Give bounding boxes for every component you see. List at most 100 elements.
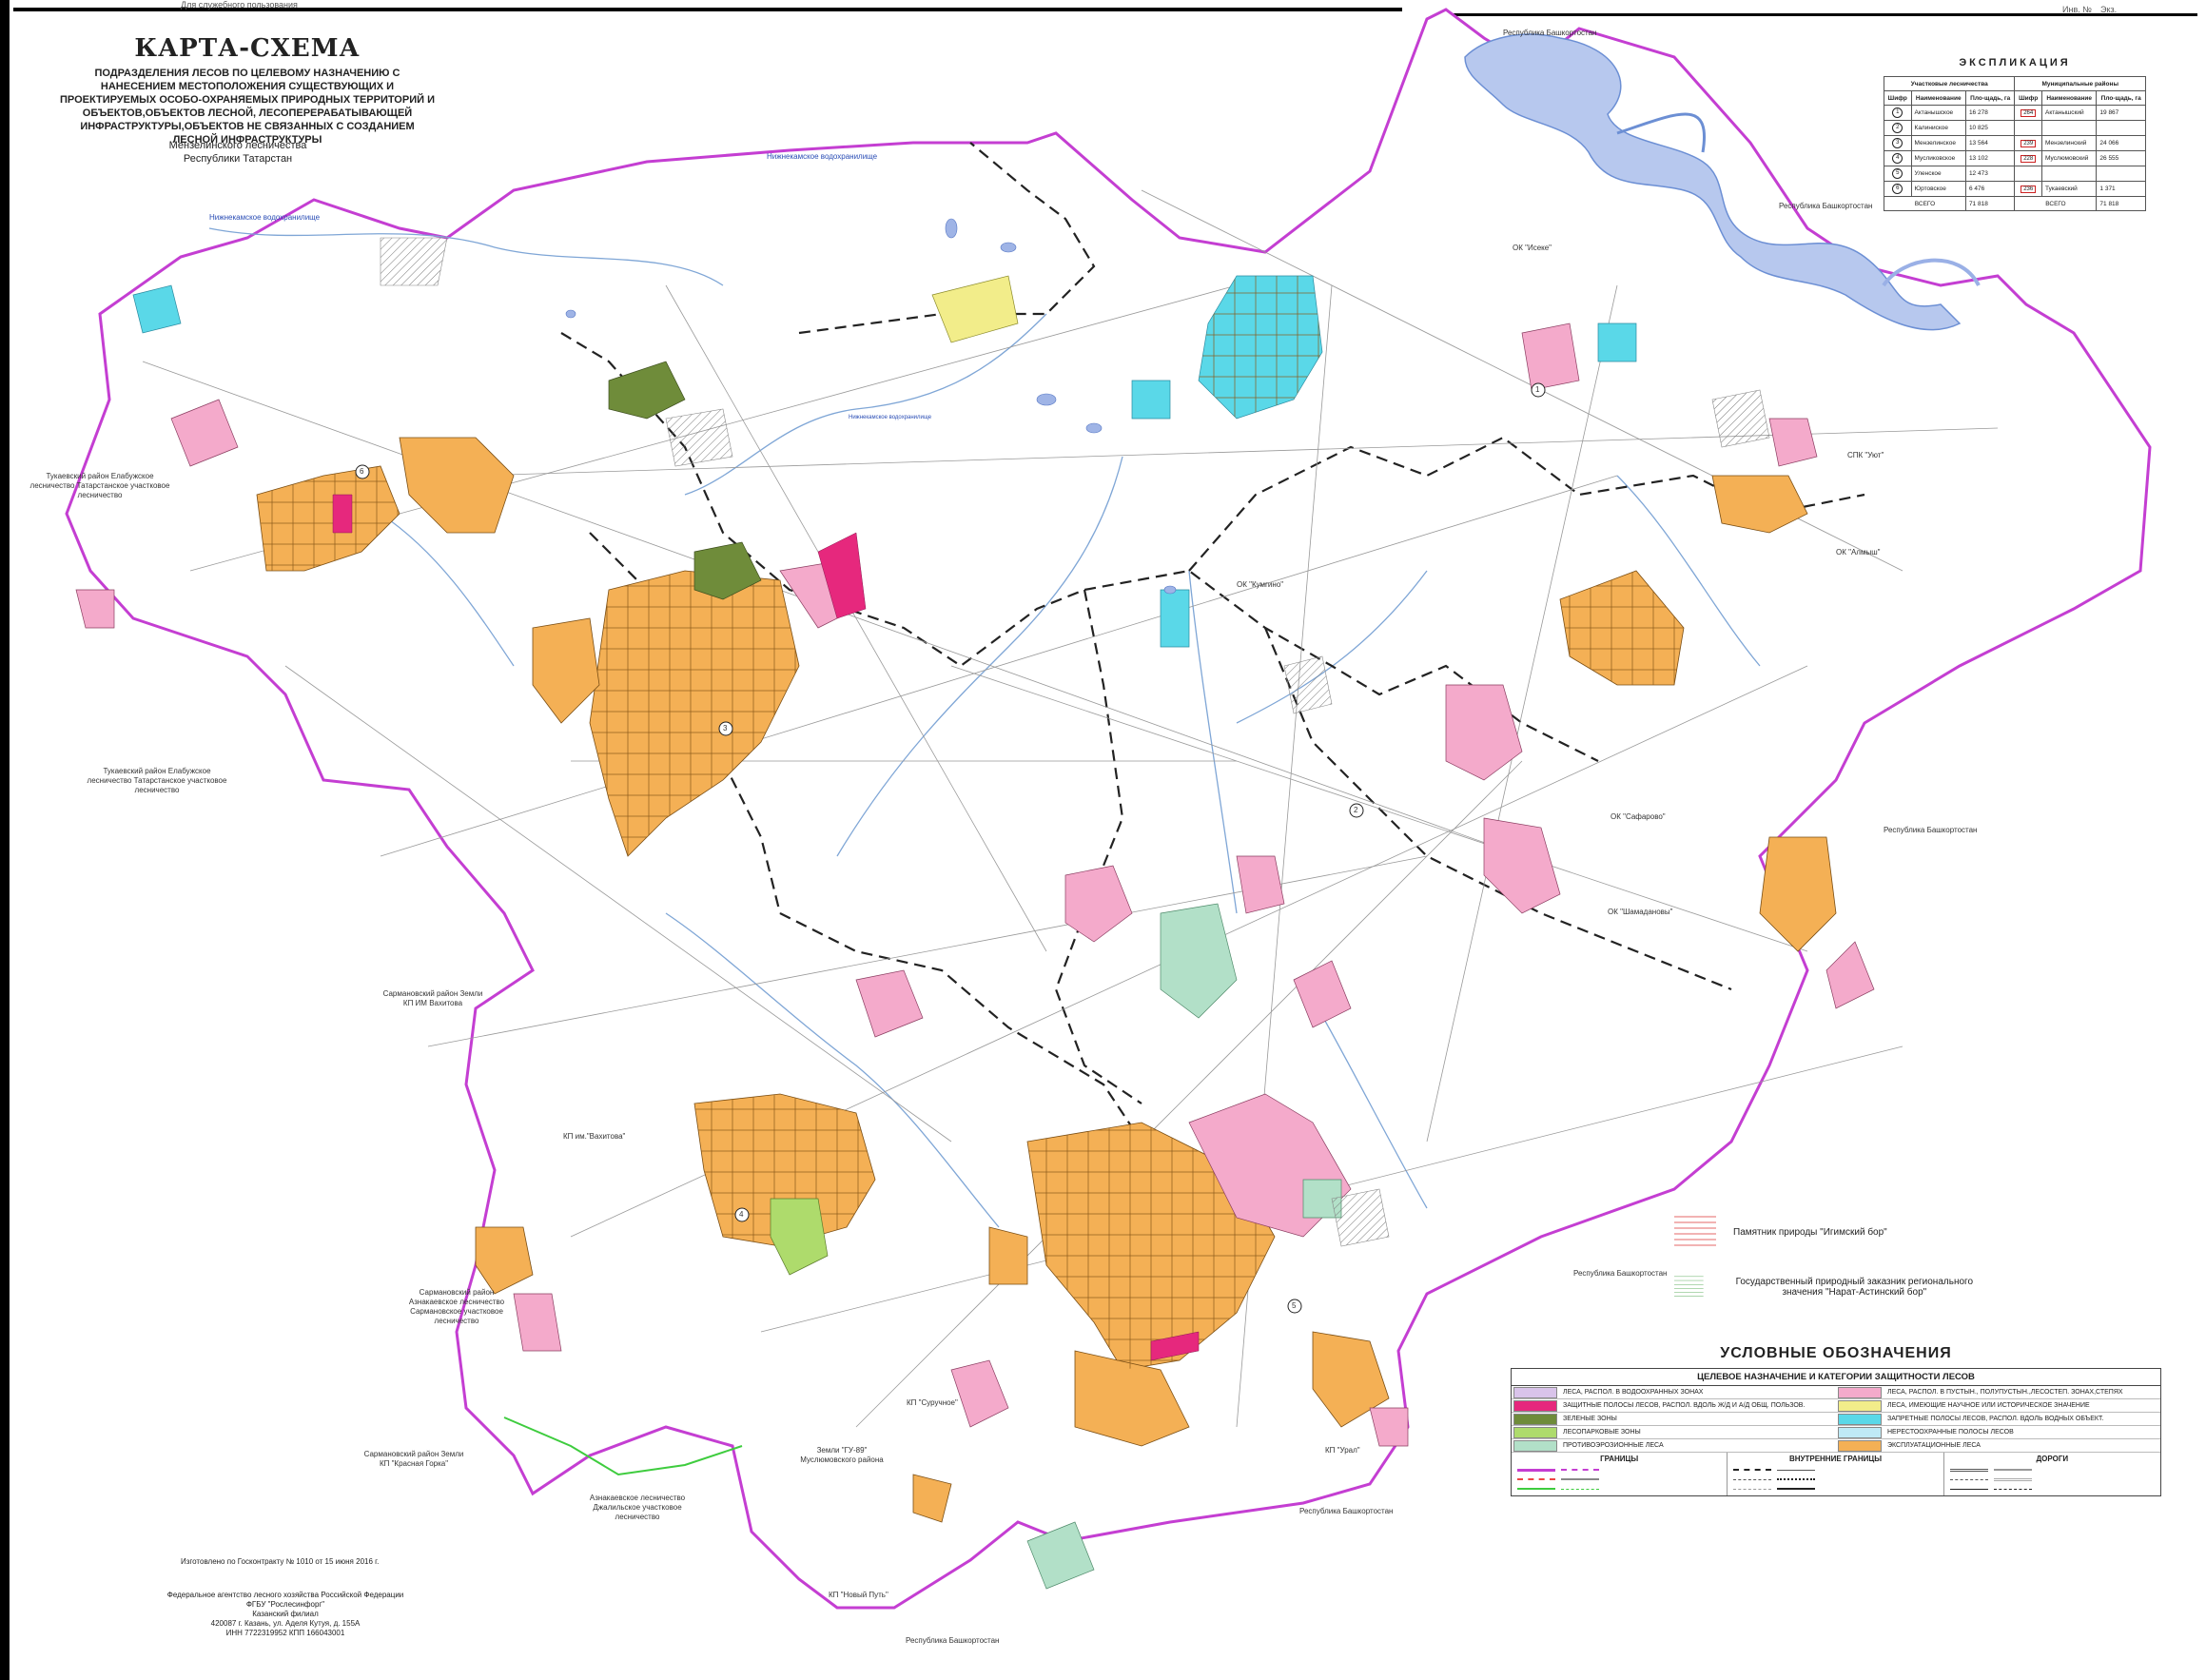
legend-item: ЗАПРЕТНЫЕ ПОЛОСЫ ЛЕСОВ, РАСПОЛ. ВДОЛЬ ВО…: [1836, 1413, 2160, 1426]
legend-swatch: [1838, 1413, 1882, 1425]
bashkortostan-top-label: Республика Башкортостан: [1503, 29, 1597, 37]
col-name-2: Наименование: [2040, 90, 2098, 106]
explication-cell-n2: Тукаевский: [2040, 181, 2098, 197]
kama-river: [1464, 33, 1962, 331]
spk-uyut-label: СПК "Уют": [1847, 451, 1884, 459]
col-area-1: Пло-щадь, га: [1964, 90, 2016, 106]
border-line-1: [1517, 1465, 1721, 1475]
credit-line-2: ФГБУ "Рослесинфорг": [245, 1600, 325, 1609]
code-circle: 6: [1892, 184, 1903, 194]
explication-cell-n1: Юртовское: [1910, 181, 1966, 197]
legend-swatch: [1513, 1413, 1557, 1425]
code-circle: 1: [1892, 107, 1903, 118]
explication-cell-a1: 16 278: [1964, 105, 2016, 121]
legend-lines: ГРАНИЦЫ ВНУТРЕННИЕ ГРАНИЦЫ ДОРОГИ: [1512, 1453, 2160, 1495]
forest-park-zones: [770, 1198, 829, 1276]
explication-cell-n2: Мензелинский: [2040, 135, 2098, 151]
legend-item: ПРОТИВОЭРОЗИОННЫЕ ЛЕСА: [1512, 1439, 1836, 1453]
kama-river-tributary: [1616, 112, 1706, 153]
legend-swatch: [1838, 1439, 1882, 1452]
credit-line-5: ИНН 7722319952 КПП 166043001: [225, 1629, 345, 1637]
road-line-1: [1949, 1465, 2155, 1475]
ok-kumgino-label: ОК "Кумгино": [1237, 580, 1284, 589]
reservoir-label-2: Нижнекамское водохранилище: [767, 152, 878, 161]
anti-erosion-forests: [1026, 903, 1342, 1590]
inner-borders-title: ВНУТРЕННИЕ ГРАНИЦЫ: [1788, 1455, 1883, 1463]
tukaev-label-2: Тукаевский район Елабужское лесничество …: [87, 767, 227, 794]
aznakaevo-label: Азнакаевское лесничество Джалильское уча…: [589, 1494, 686, 1521]
explication-title: ЭКСПЛИКАЦИЯ: [1959, 57, 2071, 68]
legend-item: ЭКСПЛУАТАЦИОННЫЕ ЛЕСА: [1836, 1439, 2160, 1453]
border-line-2: [1517, 1475, 1721, 1484]
legend-item-label: ЛЕСА, РАСПОЛ. В ВОДООХРАННЫХ ЗОНАХ: [1563, 1389, 1704, 1396]
red-hatch-swatch: [1674, 1214, 1716, 1250]
legend-item-label: ПРОТИВОЭРОЗИОННЫЕ ЛЕСА: [1563, 1442, 1664, 1449]
explication-cell-a1: 13 102: [1964, 150, 2016, 166]
service-note: Для служебного пользования: [181, 0, 298, 10]
col-name-1: Наименование: [1910, 90, 1966, 106]
legend-roads: ДОРОГИ: [1944, 1453, 2160, 1495]
explication-cell-c1: 2: [1884, 120, 1912, 136]
legend-item: НЕРЕСТООХРАННЫЕ ПОЛОСЫ ЛЕСОВ: [1836, 1426, 2160, 1439]
legend-swatch: [1838, 1386, 1882, 1398]
green-hatch-swatch: [1674, 1274, 1704, 1300]
green-border-segment: [503, 1416, 743, 1476]
prohibited-grid: [1199, 276, 1322, 419]
legend-inner-borders: ВНУТРЕННИЕ ГРАНИЦЫ: [1728, 1453, 1944, 1495]
lakes: [565, 218, 1177, 595]
explication-table: ЭКСПЛИКАЦИЯ Участковые лесничества Муниц…: [1883, 57, 2146, 211]
legend-borders: ГРАНИЦЫ: [1512, 1453, 1728, 1495]
map-title-block: КАРТА-СХЕМА ПОДРАЗДЕЛЕНИЯ ЛЕСОВ ПО ЦЕЛЕВ…: [57, 34, 438, 147]
explication-cell-n2: [2040, 120, 2098, 136]
nature-item-2-label: Государственный природный заказник регио…: [1735, 1277, 1974, 1298]
map-legend: УСЛОВНЫЕ ОБОЗНАЧЕНИЯ ЦЕЛЕВОЕ НАЗНАЧЕНИЕ …: [1511, 1345, 2161, 1496]
forestry-number-1: 1: [1535, 385, 1540, 394]
inner-line-3: [1733, 1484, 1937, 1494]
road-line-3: [1949, 1484, 2155, 1494]
code-circle: 2: [1892, 123, 1903, 133]
nature-legend: Памятник природы "Игимский бор" Государс…: [1674, 1214, 1988, 1324]
explication-group-2: Муниципальные районы: [2014, 76, 2146, 91]
sarmanovo-label-3: Сармановский район Земли КП "Красная Гор…: [363, 1450, 464, 1468]
steppe-forests: [75, 322, 1875, 1447]
legend-item-label: НЕРЕСТООХРАННЫЕ ПОЛОСЫ ЛЕСОВ: [1887, 1429, 2014, 1436]
explication-cell-a2: 24 066: [2096, 135, 2146, 151]
code-circle: 5: [1892, 168, 1903, 179]
bashkortostan-bottom-label-2: Республика Башкортостан: [1299, 1507, 1394, 1515]
explication-cell-c1: 5: [1884, 166, 1912, 182]
map-title: КАРТА-СХЕМА: [134, 34, 361, 63]
region-label: Республики Татарстан: [183, 153, 293, 165]
explication-cell-a2: [2096, 120, 2146, 136]
ok-almysh-label: ОК "Алмыш": [1836, 548, 1881, 557]
kp-novy-put-label: КП "Новый Путь": [829, 1591, 888, 1599]
sarmanovo-label-1: Сармановский район Земли КП ИМ Вахитова: [382, 989, 483, 1007]
explication-cell-c1: 6: [1884, 181, 1912, 197]
bashkortostan-right-label-1: Республика Башкортостан: [1779, 202, 1873, 210]
explication-grid: Участковые лесничества Муниципальные рай…: [1883, 76, 2146, 211]
legend-item: ЛЕСОПАРКОВЫЕ ЗОНЫ: [1512, 1426, 1836, 1439]
explication-cell-c1: 4: [1884, 150, 1912, 166]
code-square: 239: [2021, 139, 2037, 147]
nature-item-1-label: Памятник природы "Игимский бор": [1733, 1226, 1887, 1238]
legend-swatch: [1513, 1426, 1557, 1438]
credit-line-1: Федеральное агентство лесного хозяйства …: [166, 1591, 404, 1599]
borders-title: ГРАНИЦЫ: [1600, 1455, 1639, 1463]
inner-line-2: [1733, 1475, 1937, 1484]
river-loop: [1882, 258, 1981, 287]
top-border-right: [1446, 13, 2197, 16]
explication-cell-a1: 6 476: [1964, 181, 2016, 197]
explication-cell-c1: 1: [1884, 105, 1912, 121]
code-circle: 3: [1892, 138, 1903, 148]
legend-item-label: ЛЕСА, ИМЕЮЩИЕ НАУЧНОЕ ИЛИ ИСТОРИЧЕСКОЕ З…: [1887, 1402, 2090, 1409]
explication-cell-c2: 236: [2014, 181, 2042, 197]
hatched-areas: [380, 237, 1770, 1247]
protective-strips: [332, 494, 1200, 1361]
explication-cell-n2: Муслюмовский: [2040, 150, 2098, 166]
legend-swatch: [1513, 1386, 1557, 1398]
legend-swatch: [1513, 1399, 1557, 1412]
